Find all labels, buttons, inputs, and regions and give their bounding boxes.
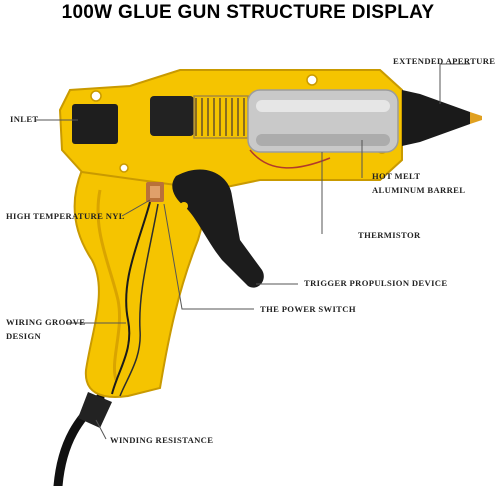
label-extended-aperture: EXTENDED APERTURE [393, 56, 496, 66]
nozzle [402, 90, 470, 146]
leader-power-switch [163, 203, 254, 310]
leader-lines [36, 63, 470, 440]
label-power-switch: THE POWER SWITCH [260, 304, 356, 314]
handle-wiring [119, 203, 159, 397]
label-thermistor: THERMISTOR [358, 230, 421, 240]
handle-wiring [111, 201, 151, 395]
screw-hole [306, 74, 318, 86]
trigger [172, 169, 264, 288]
label-hot-melt: HOT MELT [372, 171, 421, 181]
barrel-shade [256, 134, 390, 146]
glue-inlet-block [72, 104, 118, 144]
thermistor-wire [249, 149, 331, 169]
trigger-pivot [180, 202, 188, 210]
leader-winding-resistance [95, 419, 107, 440]
leader-extended-aperture [439, 63, 470, 104]
feed-spring [195, 98, 245, 136]
label-wiring-groove: WIRING GROOVE [6, 317, 86, 327]
leader-high-temperature [121, 199, 151, 217]
nozzle-tip [470, 112, 482, 124]
label-wiring-groove-design: DESIGN [6, 331, 42, 341]
handle-inner-groove [96, 189, 122, 381]
diagram-title: 100W GLUE GUN STRUCTURE DISPLAY [61, 2, 435, 23]
cord-strain-relief [78, 392, 112, 428]
label-winding-resistance: WINDING RESISTANCE [110, 435, 214, 445]
label-inlet: INLET [10, 114, 39, 124]
power-switch-contact [150, 186, 160, 198]
label-high-temperature: HIGH TEMPERATURE NYL [6, 211, 125, 221]
barrel-highlight [256, 100, 390, 112]
label-aluminum-barrel: ALUMINUM BARREL [372, 185, 466, 195]
screw-hole [90, 90, 102, 102]
inlet-sleeve [150, 96, 194, 136]
screw-hole [119, 163, 129, 173]
label-trigger-propulsion: TRIGGER PROPULSION DEVICE [304, 278, 448, 288]
